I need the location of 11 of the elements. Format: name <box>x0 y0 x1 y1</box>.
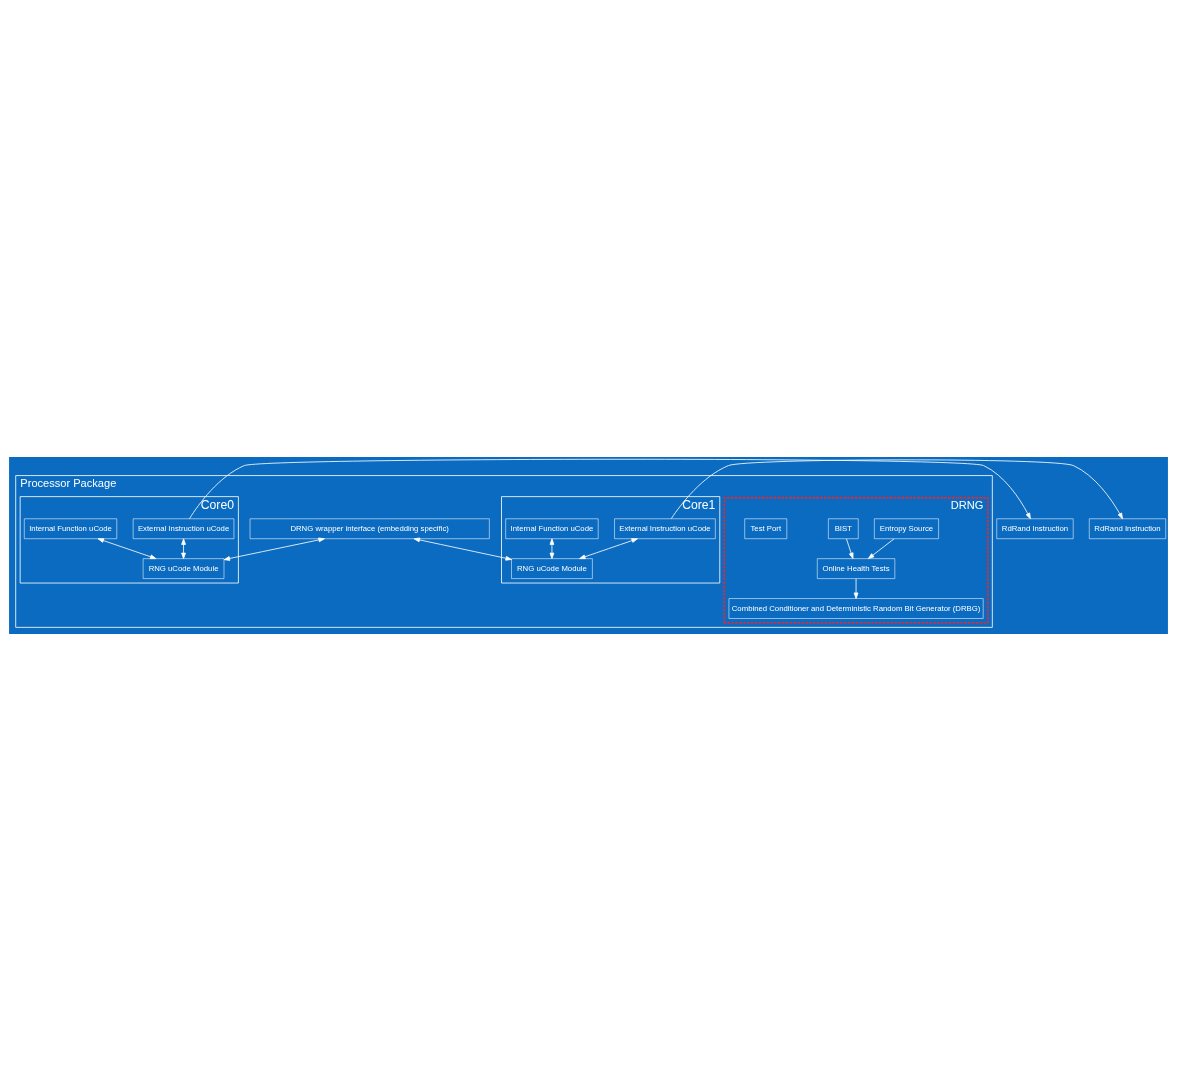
arrow <box>549 538 555 560</box>
arrow <box>97 538 157 560</box>
arrow <box>181 538 186 560</box>
arrow <box>670 459 1123 520</box>
arrow <box>846 538 854 560</box>
arrow <box>579 538 638 560</box>
arrow <box>867 538 895 560</box>
arrow <box>413 537 512 561</box>
arrow <box>853 578 859 599</box>
arrow <box>223 537 325 561</box>
arrow <box>189 458 1031 520</box>
